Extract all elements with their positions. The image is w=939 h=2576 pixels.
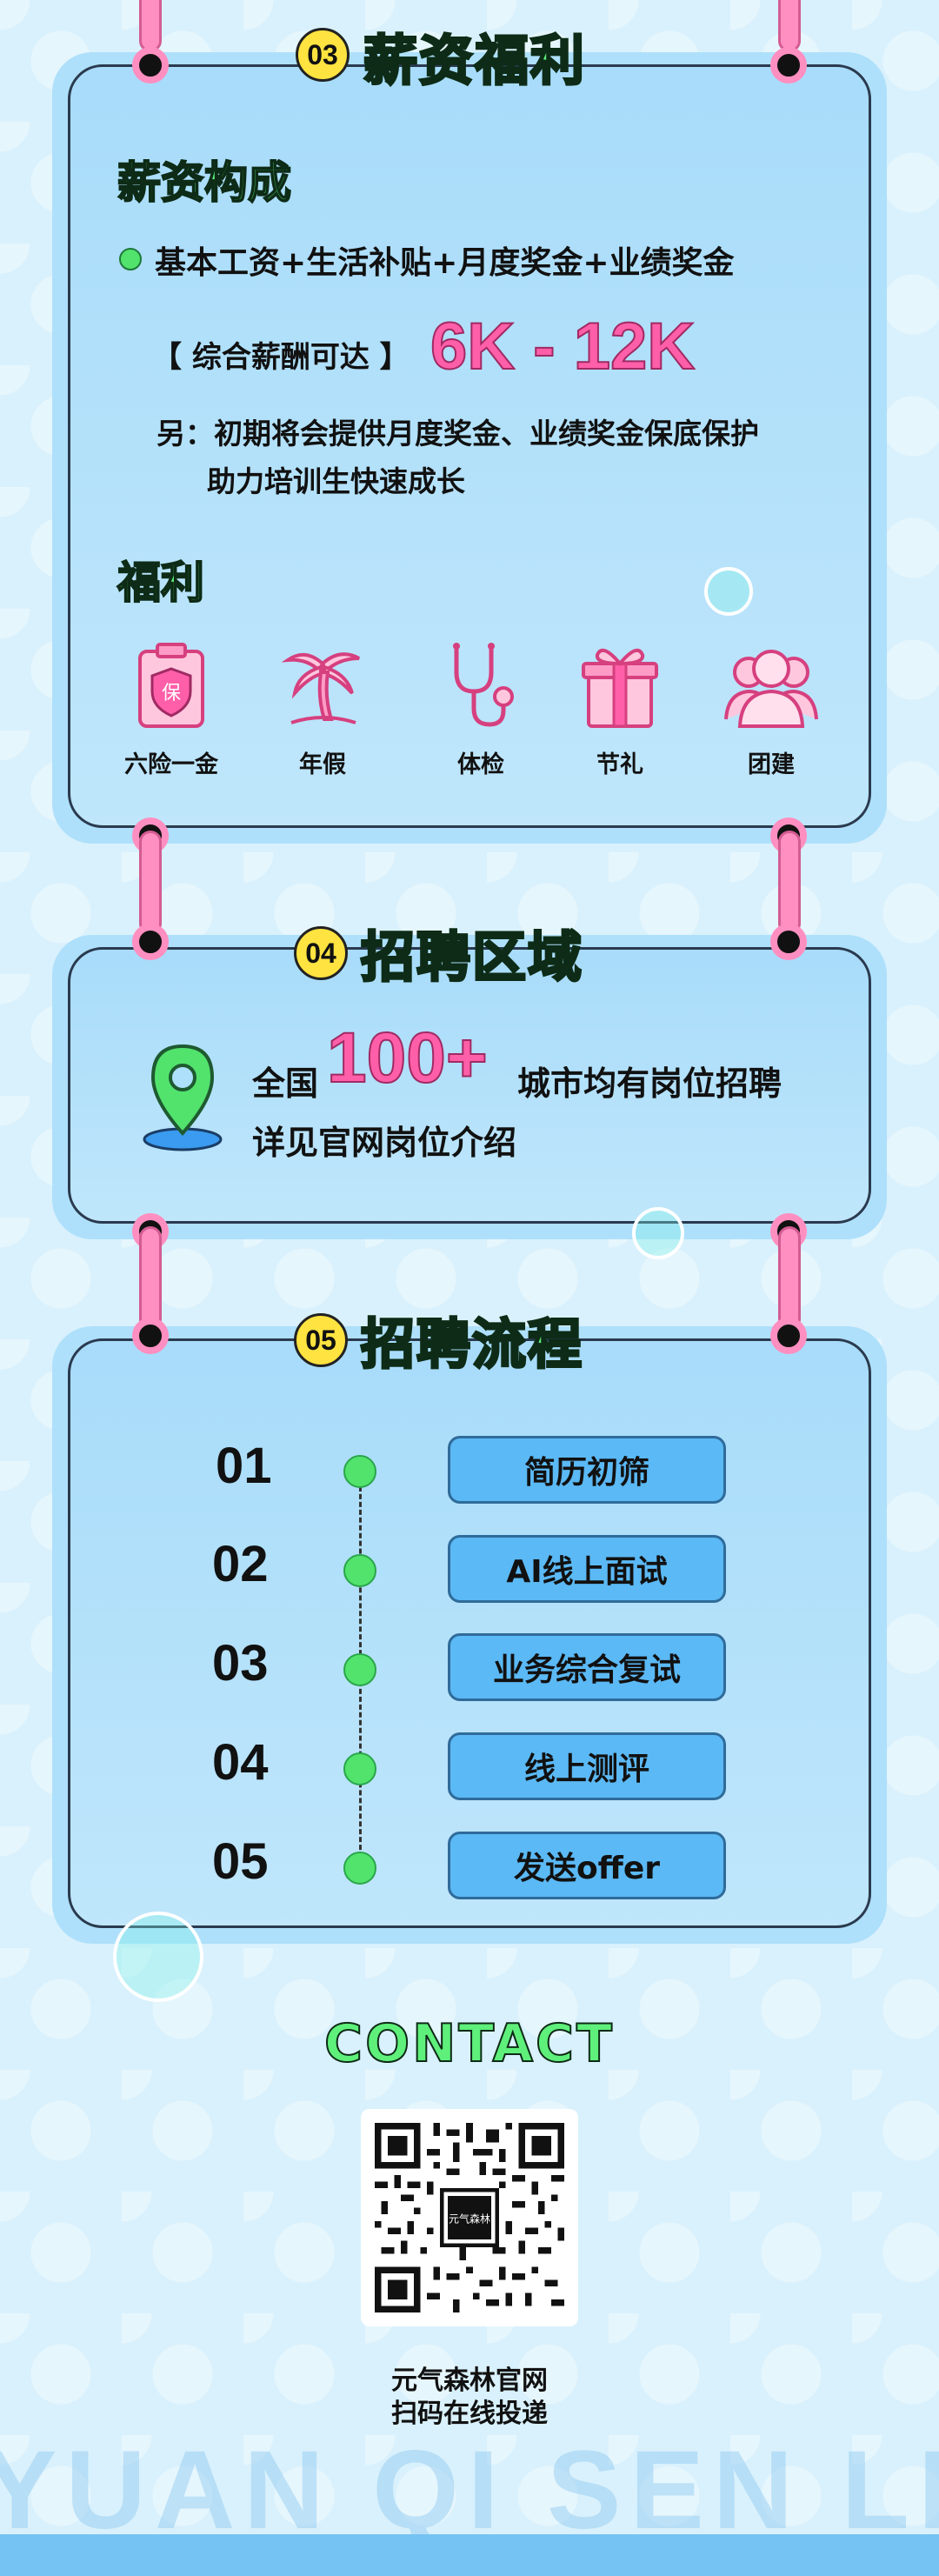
location-pin-icon [143,1044,223,1151]
benefit-label: 六险一金 [124,751,218,778]
contact-line-2: 扫码在线投递 [391,2399,548,2429]
region-suffix: 城市均有岗位招聘 [517,1064,782,1103]
contact-line-1: 元气森林官网 [391,2366,548,2396]
section-number-badge: 03 [296,28,350,82]
step-button[interactable]: AI线上面试 [448,1535,726,1603]
card-hook [778,0,801,52]
qr-code-graphic: 元气森林 [375,2123,564,2312]
package-label: 【 综合薪酬可达 】 [152,340,410,375]
step-button[interactable]: 发送offer [448,1832,726,1899]
card-ring [770,1318,807,1354]
brand-watermark: YUAN QI SEN LIN [0,2428,939,2553]
benefit-label: 年假 [299,751,346,778]
card-ring [132,47,169,83]
section-title: 招聘区域 [359,924,584,991]
card-hook [778,831,801,935]
step-button[interactable]: 线上测评 [448,1732,726,1800]
step-number: 03 [212,1635,269,1692]
benefit-item: 团建 [715,639,828,779]
step-number: 01 [216,1438,272,1494]
section-number-badge: 04 [294,926,348,980]
package-value: 6K - 12K [430,309,696,384]
benefit-label: 节礼 [596,751,643,778]
card-ring [770,47,807,83]
step-number: 05 [212,1833,269,1890]
step-dot [343,1554,376,1587]
benefit-item: 保 六险一金 [115,639,228,779]
benefit-item: 节礼 [563,639,676,779]
step-dot [343,1653,376,1686]
team-icon [724,650,818,728]
region-big-number: 100+ [326,1018,489,1098]
salary-items: 基本工资+生活补贴+月度奖金+业绩奖金 [155,245,735,281]
card-ring [132,1318,169,1354]
card-hook [139,0,162,52]
bullet-dot [119,248,142,270]
qr-center-label: 元气森林 [449,2212,490,2225]
benefit-label: 团建 [748,751,795,778]
benefit-item: 年假 [266,639,379,779]
bottom-bar [0,2534,939,2576]
qr-code[interactable]: 元气森林 [361,2109,578,2326]
gift-icon [582,648,658,728]
benefit-item: 体检 [424,639,537,779]
benefits-heading: 福利 [117,557,205,609]
benefit-label: 体检 [457,751,504,778]
step-button[interactable]: 业务综合复试 [448,1633,726,1701]
step-number: 02 [212,1536,269,1592]
step-button[interactable]: 简历初筛 [448,1436,726,1504]
step-number: 04 [212,1734,269,1791]
salary-heading: 薪资构成 [117,157,292,209]
region-prefix: 全国 [252,1064,319,1103]
decor-bubble [704,567,753,616]
contact-title: CONTACT [323,2012,615,2075]
note-line-2: 助力培训生快速成长 [207,464,465,498]
step-dot [343,1455,376,1488]
card-ring [770,924,807,960]
step-dot [343,1852,376,1885]
card-hook [139,831,162,935]
step-dot [343,1752,376,1785]
palm-tree-icon [281,652,360,724]
insurance-icon: 保 [138,643,204,728]
card-hook [778,1226,801,1331]
section-number-badge: 05 [294,1313,348,1367]
section-title: 薪资福利 [362,28,587,94]
insurance-glyph: 保 [162,683,181,704]
decor-bubble [113,1912,203,2002]
card-hook [139,1226,162,1331]
decor-bubble [632,1207,684,1259]
note-line-1: 另：初期将会提供月度奖金、业绩奖金保底保护 [156,417,759,450]
card-ring [132,924,169,960]
region-line-2: 详见官网岗位介绍 [252,1124,517,1162]
section-title: 招聘流程 [359,1311,584,1378]
stethoscope-icon [453,643,514,727]
